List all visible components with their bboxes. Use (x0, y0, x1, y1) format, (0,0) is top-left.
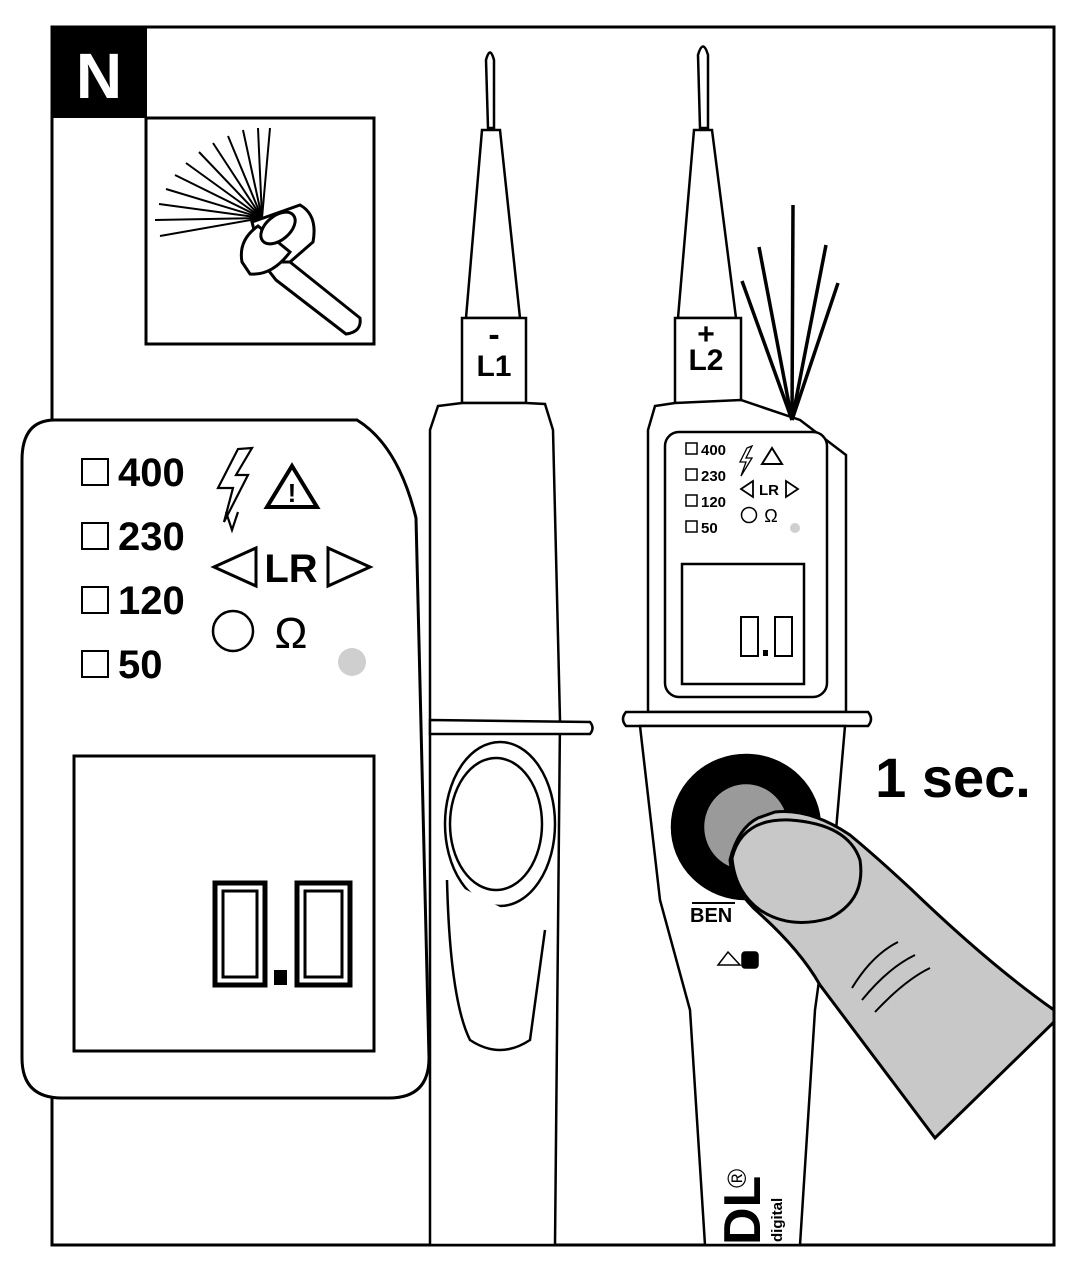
mini-warning-icon (760, 446, 784, 465)
certification-marks-icon (716, 950, 759, 969)
vertical-brand: DL (714, 1176, 772, 1245)
warning-triangle-icon (263, 462, 321, 509)
light-rays-icon (154, 127, 271, 237)
mini-level-50: 50 (701, 520, 718, 537)
arrow-left-icon (210, 545, 258, 589)
brand-text: BEN (690, 905, 732, 927)
lightning-icon (216, 446, 255, 534)
vertical-sub: digital (769, 1198, 786, 1242)
finger-crease-lines (851, 941, 931, 1013)
flashlight-inset (144, 116, 376, 346)
checkbox-230 (81, 522, 109, 550)
mini-level-400: 400 (701, 442, 726, 459)
press-duration-label: 1 sec. (875, 746, 1031, 809)
continuity-circle (211, 609, 255, 653)
flashlight-icon (239, 203, 362, 336)
panel-letter: N (76, 40, 122, 112)
checkbox-120 (81, 586, 109, 614)
panel-letter-badge (52, 27, 147, 118)
checkbox-400 (81, 458, 109, 486)
arrow-right-icon (326, 545, 374, 589)
probe-l2-sign: + (697, 318, 715, 351)
enlarged-display-panel: 400 230 120 50 ! LR Ω (20, 418, 431, 1100)
probe-mini-panel: 400 230 120 50 LR Ω (685, 442, 800, 537)
ohm-symbol: Ω (275, 609, 308, 658)
probe-l1 (428, 51, 594, 1247)
probe-l1-sign: - (488, 316, 499, 354)
level-50: 50 (118, 643, 163, 687)
mini-continuity-circle (740, 506, 758, 524)
mini-lightning-icon (738, 444, 754, 477)
probe-l1-label: L1 (476, 350, 511, 383)
vertical-registered: ® (722, 1169, 752, 1188)
fingernail (730, 818, 863, 924)
mini-display-digits (740, 616, 793, 657)
mini-level-120: 120 (701, 494, 726, 511)
mini-level-230: 230 (701, 468, 726, 485)
mini-ohm-symbol: Ω (764, 506, 777, 526)
lr-label: LR (264, 547, 317, 591)
level-230: 230 (118, 515, 185, 559)
indicator-dot (338, 648, 366, 676)
warning-symbol: ! (288, 478, 297, 508)
level-120: 120 (118, 579, 185, 623)
mini-indicator-dot (790, 523, 800, 533)
lcd-reading (212, 880, 353, 988)
mini-lr-label: LR (759, 482, 779, 499)
indicator-light-rays (740, 204, 840, 421)
checkbox-50 (81, 650, 109, 678)
probe-l2 (621, 45, 873, 1247)
level-400: 400 (118, 451, 185, 495)
probe-l2-label: L2 (688, 344, 723, 377)
